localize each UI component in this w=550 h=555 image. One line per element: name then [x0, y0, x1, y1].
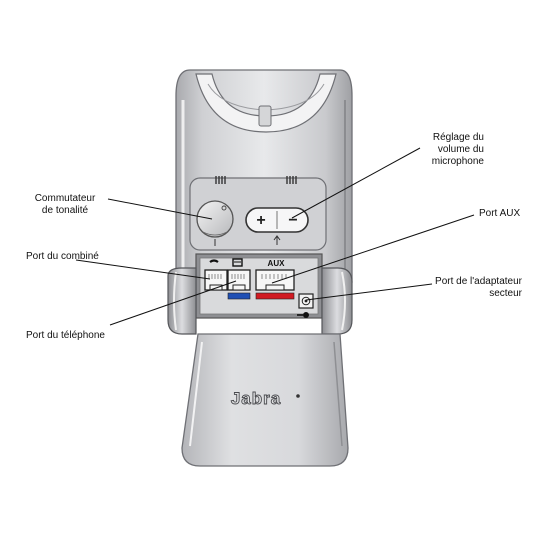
leader-tone-switch: [107, 198, 213, 220]
label-aux-port-text: Port AUX: [479, 208, 521, 219]
label-aux-port: Port AUX: [479, 208, 520, 220]
lower-flap-shadow: [333, 341, 343, 447]
aux-port-label: AUX: [268, 259, 286, 268]
microphone-icon: [273, 235, 281, 245]
handset-port[interactable]: [204, 269, 228, 291]
aux-port-stripe: [255, 292, 295, 300]
phone-port-stripe: [227, 292, 251, 300]
handset-icon: [209, 259, 219, 263]
cradle-tab: [258, 105, 272, 127]
leader-aux-port: [271, 214, 475, 284]
leader-power-port: [305, 283, 433, 301]
power-plug-icon: [297, 312, 309, 318]
label-mic-volume-line2: volume du: [437, 144, 484, 155]
callout-leader-lines: [75, 147, 475, 326]
label-power-adapter-port: Port de l'adaptateur secteur: [430, 276, 522, 300]
device-lower-flap: [181, 333, 349, 467]
label-tone-switch: Commutateur de tonalité: [26, 193, 104, 217]
label-mic-volume: Réglage du volume du microphone: [418, 132, 484, 168]
tone-switch-indicator: [221, 205, 227, 211]
label-tone-switch-line1: Commutateur: [34, 193, 96, 204]
headset-cradle: [195, 73, 337, 133]
brand-logo-dot: [296, 394, 300, 398]
volume-minus-glyph: −: [288, 212, 297, 229]
brand-logo: Jabra: [231, 389, 281, 408]
right-hinge-edge: [341, 271, 346, 331]
lower-flap-highlight: [189, 341, 203, 447]
aux-port[interactable]: [255, 269, 295, 291]
left-hinge: [167, 267, 197, 335]
right-hinge: [321, 267, 353, 335]
label-handset-port: Port du combiné: [26, 251, 99, 263]
label-mic-volume-line1: Réglage du: [432, 132, 484, 143]
label-handset-port-text: Port du combiné: [26, 251, 99, 262]
label-mic-volume-line3: microphone: [431, 156, 484, 167]
label-tone-switch-line2: de tonalité: [41, 205, 89, 216]
tone-switch-knob[interactable]: [196, 200, 234, 238]
tone-switch-arc: [202, 231, 228, 236]
label-power-adapter-line2: secteur: [489, 288, 522, 299]
grip-marks-right: [286, 176, 297, 184]
phone-port[interactable]: [227, 269, 251, 291]
leader-mic-volume: [291, 147, 421, 219]
volume-plus-glyph: +: [256, 212, 265, 229]
left-hinge-edge: [173, 271, 177, 331]
grip-marks-left: [215, 176, 226, 184]
label-power-adapter-line1: Port de l'adaptateur: [435, 276, 522, 287]
leader-phone-port: [109, 280, 237, 326]
leader-handset-port: [75, 259, 211, 280]
label-phone-port-text: Port du téléphone: [26, 330, 105, 341]
phone-icon: [232, 258, 243, 267]
power-adapter-port[interactable]: [298, 293, 314, 309]
label-phone-port: Port du téléphone: [26, 330, 105, 342]
